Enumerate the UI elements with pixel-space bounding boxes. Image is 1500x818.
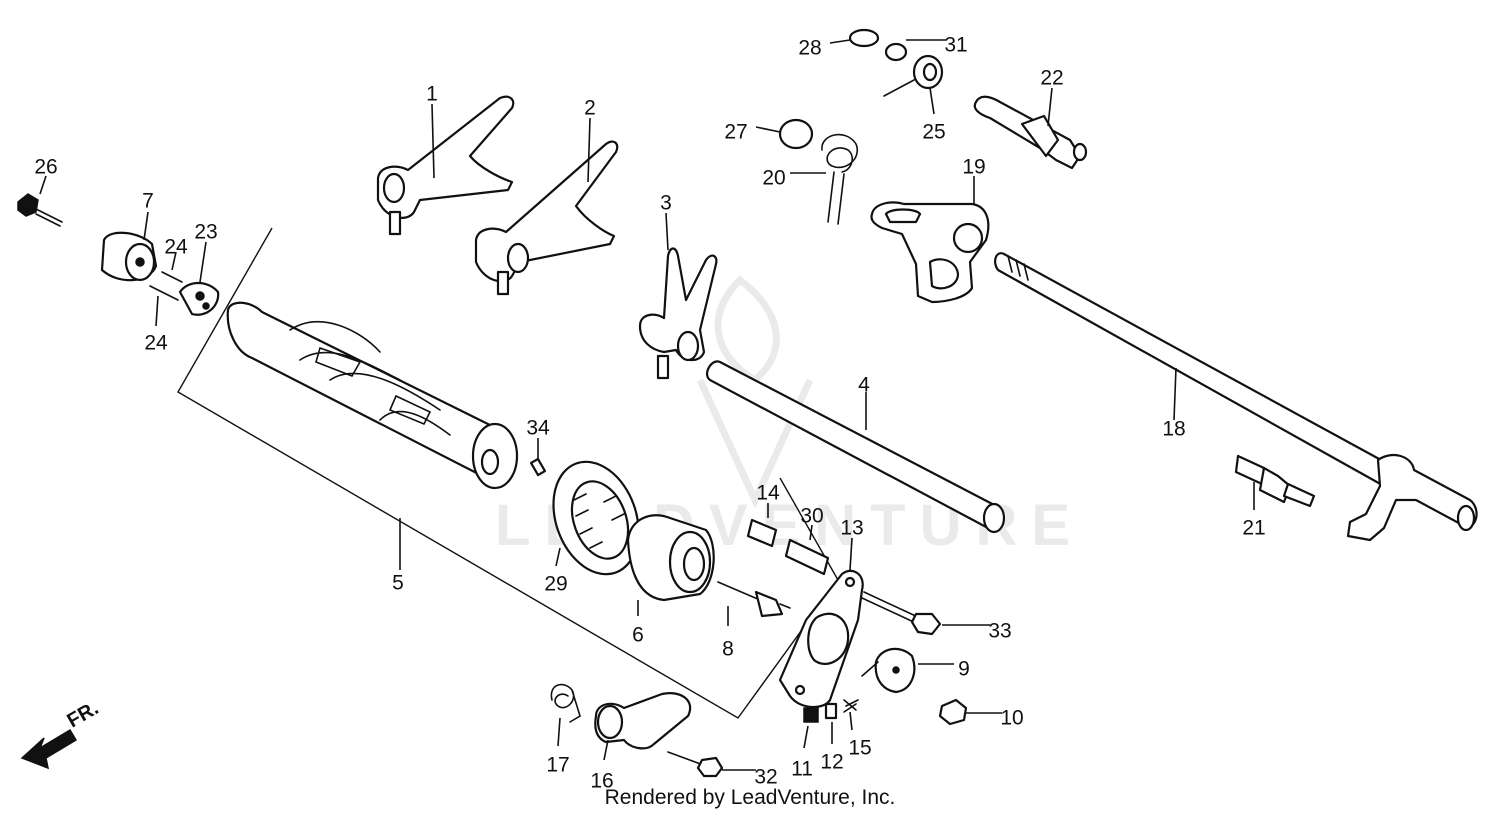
shift-arm-part <box>594 692 692 750</box>
spring-part <box>821 133 859 225</box>
callout-leader <box>555 547 561 567</box>
direction-label: FR. <box>64 697 103 732</box>
callout-number: 18 <box>1162 418 1185 441</box>
shift-fork-part <box>376 95 515 236</box>
collar-part <box>784 538 830 576</box>
washer-part <box>848 28 880 48</box>
spring-part <box>883 54 944 97</box>
stopper-plate-part <box>778 569 864 709</box>
collar-part <box>824 702 838 720</box>
callout-number: 13 <box>840 517 863 540</box>
callout-number: 19 <box>962 156 985 179</box>
callout-leader <box>587 117 591 183</box>
stopper-arm-part <box>861 647 916 694</box>
callout-number: 7 <box>142 190 154 213</box>
gearshift-plate-part <box>870 201 990 304</box>
plate-part <box>149 271 220 316</box>
drum-group-outline <box>177 227 839 719</box>
callout-leader <box>603 739 609 761</box>
callout-leader <box>849 711 853 731</box>
callout-leader <box>803 725 809 749</box>
callout-number: 25 <box>922 121 945 144</box>
washer-part <box>778 118 814 150</box>
callout-leader <box>199 241 207 283</box>
cam-part <box>100 231 158 282</box>
callout-number: 32 <box>754 766 777 789</box>
callout-number: 23 <box>194 221 217 244</box>
bearing-part <box>552 460 640 576</box>
callout-number: 16 <box>590 770 613 793</box>
callout-number: 2 <box>584 97 596 120</box>
callout-number: 3 <box>660 192 672 215</box>
callout-number: 34 <box>526 417 550 440</box>
callout-number: 11 <box>791 758 813 781</box>
collar-part <box>746 518 778 548</box>
callout-number: 4 <box>858 374 870 397</box>
callout-number: 26 <box>34 156 57 179</box>
callout-leader <box>155 295 159 327</box>
callout-number: 24 <box>164 236 188 259</box>
bolt-part <box>861 591 942 636</box>
washer-part <box>884 42 908 62</box>
callout-number: 24 <box>144 332 168 355</box>
gearshift-spindle-part <box>994 252 1478 542</box>
shift-drum-part <box>226 301 519 490</box>
pin-bolt-part <box>717 581 791 618</box>
callout-number: 12 <box>820 751 843 774</box>
shift-fork-part <box>638 247 718 380</box>
pin-part <box>529 457 547 477</box>
callout-number: 6 <box>632 624 644 647</box>
callout-leader <box>929 87 935 115</box>
callout-number: 22 <box>1040 67 1063 90</box>
callout-leader <box>849 537 853 571</box>
callout-number: 31 <box>944 34 967 57</box>
callout-leader <box>809 524 813 541</box>
credit-text: Rendered by LeadVenture, Inc. <box>604 786 896 809</box>
callout-number: 27 <box>724 121 747 144</box>
callout-number: 9 <box>958 658 970 681</box>
callout-leader <box>665 212 669 251</box>
callout-number: 15 <box>848 737 871 760</box>
callout-leader <box>431 103 435 179</box>
callout-leader <box>1173 367 1177 421</box>
callout-number: 14 <box>756 482 780 505</box>
block-part <box>803 707 819 723</box>
callout-leader <box>1047 87 1053 127</box>
bolt-part <box>667 751 724 778</box>
callout-number: 29 <box>544 573 567 596</box>
callout-number: 1 <box>426 83 438 106</box>
callout-leader <box>171 251 177 271</box>
callout-number: 28 <box>798 37 821 60</box>
callout-number: 5 <box>392 572 404 595</box>
callout-leader <box>143 211 149 241</box>
nut-part <box>938 698 968 726</box>
callout-number: 33 <box>988 620 1011 643</box>
callout-number: 10 <box>1000 707 1023 730</box>
callout-number: 20 <box>762 167 785 190</box>
drum-center-part <box>626 514 715 602</box>
callout-leader <box>557 717 561 747</box>
callout-number: 21 <box>1242 517 1265 540</box>
spring-part <box>550 683 581 723</box>
callout-leader <box>829 39 851 44</box>
callout-number: 8 <box>722 638 734 661</box>
callout-leader <box>755 126 781 133</box>
fork-shaft-part <box>705 360 1006 534</box>
bolt-part <box>17 193 63 227</box>
callout-leader <box>39 175 47 195</box>
shaft-part <box>973 95 1088 170</box>
callout-number: 30 <box>800 505 823 528</box>
callout-number: 17 <box>546 754 569 777</box>
stud-part <box>1234 454 1316 508</box>
spring-part <box>843 699 859 713</box>
front-direction-arrow-icon <box>20 728 78 770</box>
shift-fork-part <box>474 140 619 296</box>
